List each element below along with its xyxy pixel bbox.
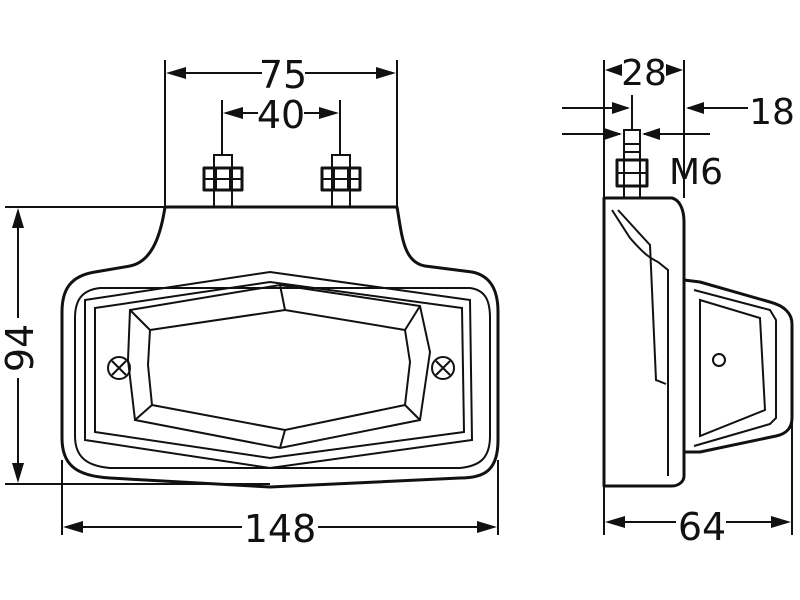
screw-icon [712,353,726,367]
dimension-18: 18 [562,92,795,133]
lens-facet-line [279,284,286,311]
lens-facet-line [404,305,421,331]
dimension-64: 64 [605,505,791,549]
dimension-label: 64 [678,505,726,549]
lens-frame-inner [94,280,466,460]
dimension-label: 75 [259,53,307,97]
dimension-75: 75 [166,53,396,97]
thread-label: M6 [669,152,723,193]
housing-outline [60,205,500,489]
dimension-28: 28 [605,53,683,94]
stud-left [202,154,244,208]
dimension-label: 94 [0,324,42,372]
lens-inner [146,308,412,432]
side-housing-inner [611,209,669,476]
dimension-40: 40 [223,93,339,137]
dimension-label: 18 [749,92,795,133]
side-lens-inner [699,298,767,438]
stud-side [615,129,649,199]
side-lens [682,278,794,454]
lens-frame [84,270,474,470]
lens-facet-line [404,404,421,421]
dimension-label: 28 [621,53,667,94]
screw-icon [107,356,131,380]
housing-inner-outline [74,287,491,469]
thread-callout: M6 [562,128,723,193]
dimension-label: 40 [257,93,305,137]
lens-outer [126,283,432,450]
side-housing-outline [602,196,686,488]
dimension-148: 148 [63,507,497,551]
lens-facet-line [129,309,151,331]
side-view: 28 18 M6 64 [562,53,795,549]
side-contour [617,209,667,385]
dimension-label: 148 [244,507,317,551]
lens-facet-line [134,404,153,421]
stud-right [320,154,362,208]
side-lens-inner [693,289,777,447]
front-view: 75 40 94 148 [0,53,500,551]
screw-icon [431,356,455,380]
lens-facet-line [279,429,286,449]
dimension-94: 94 [0,208,42,483]
